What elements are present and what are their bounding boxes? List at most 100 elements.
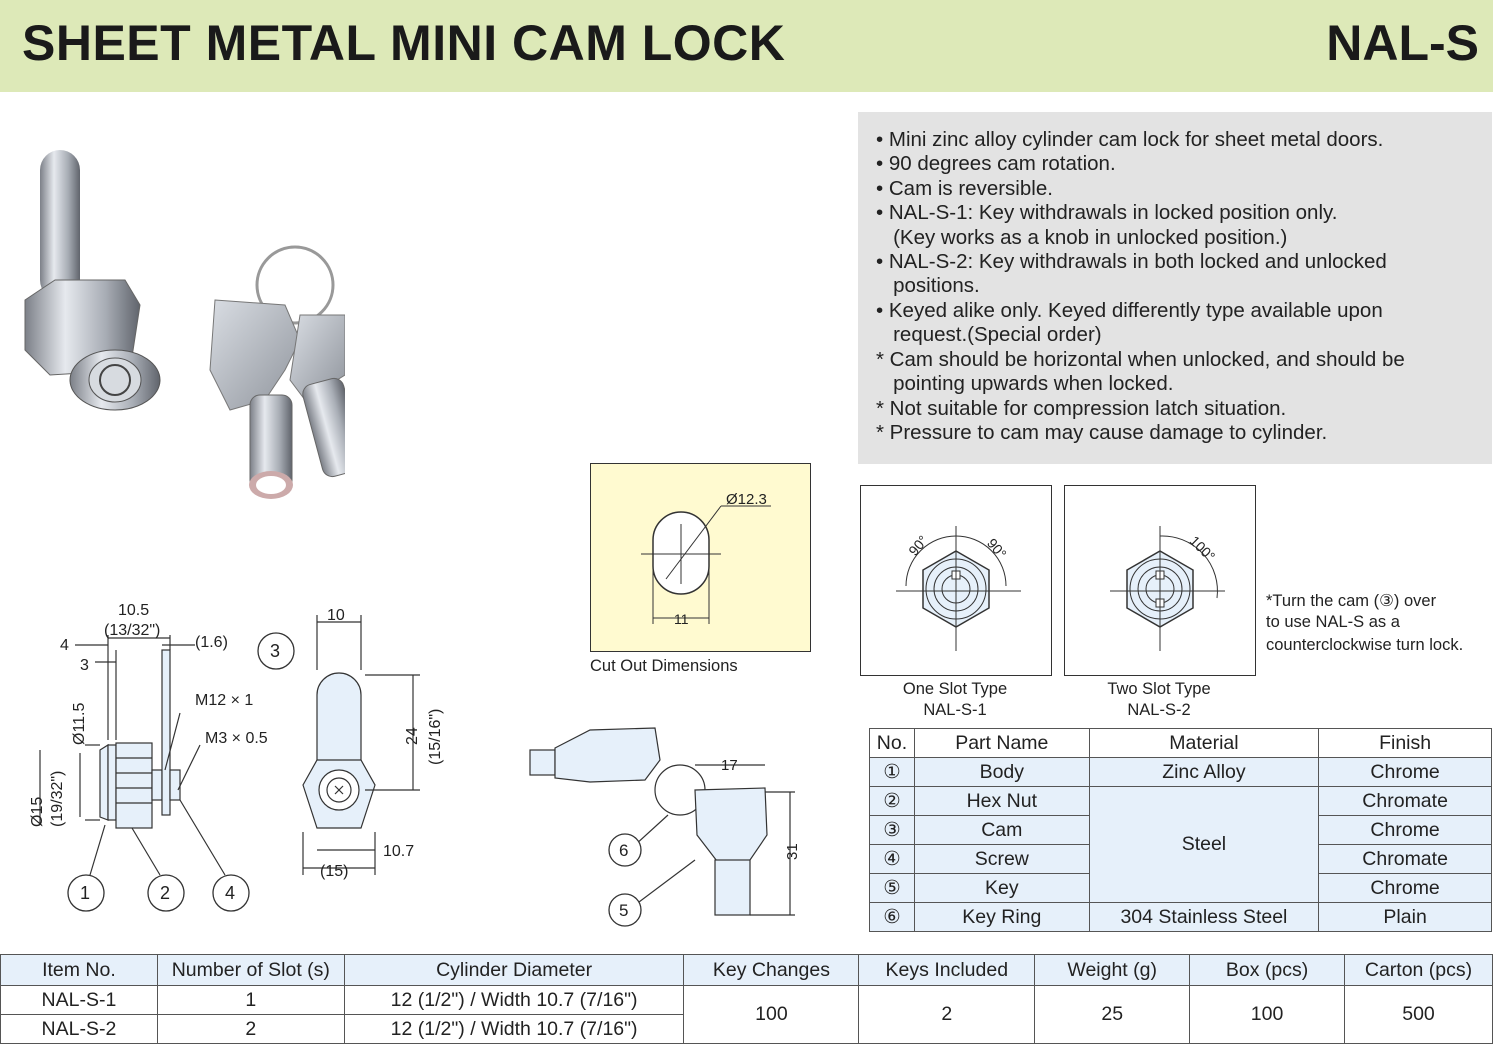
feature-line: (Key works as a knob in unlocked positio… xyxy=(876,226,1288,249)
model-number: NAL-S xyxy=(1326,15,1479,71)
part-no: ③ xyxy=(869,815,915,845)
dim-label: 10 xyxy=(327,607,345,624)
callout-3: 3 xyxy=(270,641,280,661)
part-name: Body xyxy=(913,757,1090,787)
part-name: Hex Nut xyxy=(913,786,1090,816)
cylinder-diameter: 12 (1/2") / Width 10.7 (7/16") xyxy=(343,1014,685,1044)
dim-label: 3 xyxy=(80,657,89,674)
feature-line: positions. xyxy=(876,274,980,297)
slot-count: 2 xyxy=(156,1014,345,1044)
turn-note-line: *Turn the cam (③) over xyxy=(1266,592,1437,610)
dim-label: (15/16") xyxy=(427,709,444,765)
dim-label: Ø11.5 xyxy=(71,703,88,746)
callout-4: 4 xyxy=(225,883,235,903)
angle-label: 90° xyxy=(984,535,1010,562)
cutout-diameter-label: Ø12.3 xyxy=(726,491,767,508)
key-drawing: 17 31 6 5 xyxy=(529,727,801,927)
carton-qty: 500 xyxy=(1344,985,1493,1044)
part-no: ⑥ xyxy=(869,902,915,932)
feature-line: * Pressure to cam may cause damage to cy… xyxy=(876,421,1328,444)
part-finish: Chrome xyxy=(1318,815,1492,845)
angle-label: 90° xyxy=(905,532,931,559)
two-slot-model: NAL-S-2 xyxy=(1127,701,1191,719)
table-row: ④ Screw Chromate xyxy=(869,844,1492,874)
part-no: ④ xyxy=(869,844,915,874)
feature-line: • Mini zinc alloy cylinder cam lock for … xyxy=(876,128,1384,151)
part-finish: Chrome xyxy=(1318,873,1492,903)
col-header: Item No. xyxy=(0,954,158,986)
angle-label: 100° xyxy=(1187,533,1219,565)
one-slot-model: NAL-S-1 xyxy=(923,701,987,719)
dim-label: (19/32") xyxy=(49,771,66,827)
feature-line: * Cam should be horizontal when unlocked… xyxy=(876,348,1405,371)
parts-header-row: No. Part Name Material Finish xyxy=(869,728,1492,758)
item-no: NAL-S-2 xyxy=(0,1014,158,1044)
dim-label: 10.7 xyxy=(383,843,414,860)
slot-count: 1 xyxy=(156,985,345,1015)
part-material: Zinc Alloy xyxy=(1088,757,1320,787)
two-slot-diagram: 100° xyxy=(1064,485,1256,676)
dim-label: (15) xyxy=(320,863,348,880)
cutout-diagram: Ø12.3 11 xyxy=(590,463,811,652)
cylinder-diameter: 12 (1/2") / Width 10.7 (7/16") xyxy=(343,985,685,1015)
one-slot-caption: One Slot Type xyxy=(902,680,1008,698)
part-finish: Chromate xyxy=(1318,844,1492,874)
table-row: ⑤ Key Chrome xyxy=(869,873,1492,903)
cutout-caption: Cut Out Dimensions xyxy=(590,657,738,675)
part-name: Key Ring xyxy=(913,902,1090,932)
feature-line: request.(Special order) xyxy=(876,323,1102,346)
weight: 25 xyxy=(1034,985,1191,1044)
table-row: ① Body Zinc Alloy Chrome xyxy=(869,757,1492,787)
title-banner xyxy=(0,0,1493,92)
callout-2: 2 xyxy=(160,883,170,903)
col-header: Carton (pcs) xyxy=(1344,954,1493,986)
col-header: Number of Slot (s) xyxy=(156,954,345,986)
dim-label: M3 × 0.5 xyxy=(205,730,268,747)
table-row: NAL-S-2 2 12 (1/2") / Width 10.7 (7/16") xyxy=(0,1014,1493,1044)
key-changes: 100 xyxy=(683,985,860,1044)
dim-label: 4 xyxy=(60,637,69,654)
callout-5: 5 xyxy=(619,901,628,920)
col-header: Finish xyxy=(1318,728,1492,758)
col-header: Keys Included xyxy=(858,954,1036,986)
feature-line: • 90 degrees cam rotation. xyxy=(876,152,1116,175)
part-finish: Chromate xyxy=(1318,786,1492,816)
page-title: SHEET METAL MINI CAM LOCK xyxy=(22,15,786,71)
spec-header-row: Item No. Number of Slot (s) Cylinder Dia… xyxy=(0,954,1493,986)
feature-line: * Not suitable for compression latch sit… xyxy=(876,397,1287,420)
part-name: Screw xyxy=(913,844,1090,874)
feature-line: • Keyed alike only. Keyed differently ty… xyxy=(876,299,1383,322)
part-finish: Chrome xyxy=(1318,757,1492,787)
dim-label: Ø15 xyxy=(29,797,46,827)
col-header: Material xyxy=(1088,728,1320,758)
feature-line: pointing upwards when locked. xyxy=(876,372,1174,395)
table-row: ⑥ Key Ring 304 Stainless Steel Plain xyxy=(869,902,1492,932)
feature-line: • NAL-S-1: Key withdrawals in locked pos… xyxy=(876,201,1338,224)
table-row: ② Hex Nut Steel Chromate xyxy=(869,786,1492,903)
side-view-drawing: 10.5 (13/32") 4 3 (1.6) M12 × 1 M3 × 0.5… xyxy=(29,602,295,912)
product-photo xyxy=(24,150,345,499)
keys-included: 2 xyxy=(858,985,1036,1044)
spec-table: Item No. Number of Slot (s) Cylinder Dia… xyxy=(0,954,1493,1044)
col-header: Part Name xyxy=(913,728,1090,758)
dim-label: 24 xyxy=(404,727,421,745)
col-header: Key Changes xyxy=(683,954,860,986)
turn-note-line: counterclockwise turn lock. xyxy=(1266,636,1464,654)
feature-line: • NAL-S-2: Key withdrawals in both locke… xyxy=(876,250,1387,273)
dim-label: M12 × 1 xyxy=(195,692,253,709)
item-no: NAL-S-1 xyxy=(0,985,158,1015)
features-box: • Mini zinc alloy cylinder cam lock for … xyxy=(858,112,1492,464)
dim-label: (1.6) xyxy=(195,634,228,651)
col-header: Box (pcs) xyxy=(1189,954,1346,986)
part-no: ① xyxy=(869,757,915,787)
turn-note-line: to use NAL-S as a xyxy=(1266,613,1400,631)
callout-1: 1 xyxy=(80,883,90,903)
part-material: Steel xyxy=(1088,786,1320,903)
part-no: ⑤ xyxy=(869,873,915,903)
box-qty: 100 xyxy=(1189,985,1346,1044)
table-row: NAL-S-1 1 12 (1/2") / Width 10.7 (7/16")… xyxy=(0,985,1493,1044)
part-material: 304 Stainless Steel xyxy=(1088,902,1320,932)
col-header: Weight (g) xyxy=(1034,954,1191,986)
dim-label: (13/32") xyxy=(104,622,160,639)
cutout-width-label: 11 xyxy=(674,611,689,627)
